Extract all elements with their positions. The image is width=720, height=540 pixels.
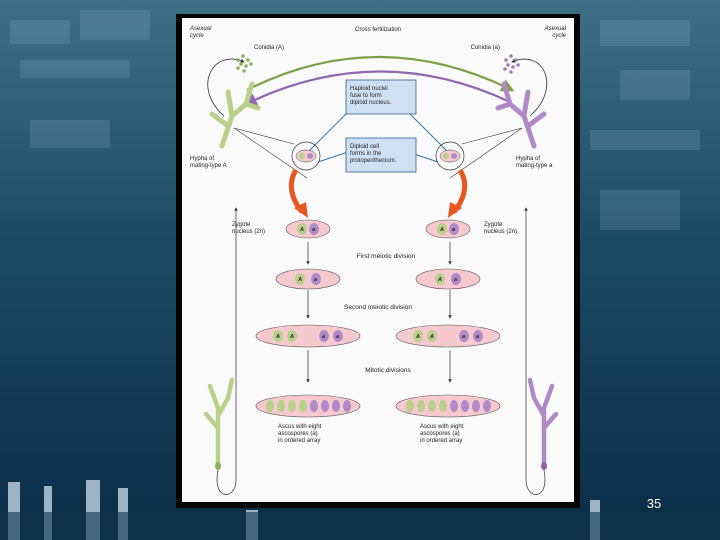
text-line: Hypha of — [190, 156, 214, 162]
conidia-cluster-left — [236, 54, 253, 73]
text-line: Zygote — [232, 222, 251, 228]
stage-second-meiotic: Second meiotic division — [344, 304, 412, 311]
text-line: nucleus (2n) — [232, 229, 265, 235]
return-loop-left — [216, 207, 238, 495]
text-line: Zygote — [484, 222, 503, 228]
protoperithecium-left — [291, 141, 321, 171]
callout-haploid-box — [345, 79, 417, 115]
text-line: mating-type a — [516, 163, 553, 169]
text-line: Ascus with eight — [420, 424, 464, 430]
svg-text:A: A — [299, 227, 304, 233]
svg-text:A: A — [297, 277, 302, 283]
conidia-cluster-right — [503, 54, 520, 74]
stage-mitotic: Mitotic divisions — [365, 367, 411, 374]
svg-text:a: a — [322, 334, 325, 340]
svg-text:a: a — [454, 277, 457, 283]
cross-arc-purple — [243, 70, 511, 106]
svg-text:a: a — [462, 334, 465, 340]
stage-first-meiotic: First meiotic division — [357, 253, 416, 260]
text-line: ascospores (a) — [420, 431, 460, 437]
callout-connector-lines — [305, 111, 451, 163]
svg-text:a: a — [312, 227, 315, 233]
orange-arrowhead-right — [448, 202, 462, 218]
hypha-left-bottom — [203, 377, 235, 467]
text-line: Hypha of — [516, 156, 540, 162]
eight-spore-ascus-left — [255, 394, 361, 418]
svg-text:A: A — [429, 334, 434, 340]
svg-text:a: a — [336, 334, 339, 340]
protoperithecium-right — [435, 141, 465, 171]
text-line: forms in the — [350, 151, 382, 157]
svg-text:a: a — [314, 277, 317, 283]
callout-diploid-box — [345, 137, 417, 173]
text-line: in ordered array — [420, 438, 462, 444]
figure-title: Cross fertilization — [355, 27, 401, 33]
return-loop-right — [524, 207, 546, 495]
text-line: Asexual — [544, 26, 567, 32]
svg-text:A: A — [415, 334, 420, 340]
text-line: in ordered array — [278, 438, 320, 444]
text-line: Asexual — [189, 26, 212, 32]
stage-arrows — [306, 242, 452, 383]
svg-text:a: a — [476, 334, 479, 340]
svg-text:A: A — [275, 334, 280, 340]
svg-text:a: a — [452, 227, 455, 233]
text-line: nucleus (2n) — [484, 229, 517, 235]
hypha-tip-left — [215, 462, 221, 470]
text-line: Ascus with eight — [278, 424, 322, 430]
cross-arc-green — [246, 56, 515, 92]
eight-spore-ascus-right — [395, 394, 501, 418]
conidia-right-label: Conidia (a) — [471, 45, 500, 51]
hypha-right-bottom — [527, 377, 559, 467]
svg-text:A: A — [439, 227, 444, 233]
hypha-tip-right — [541, 462, 547, 470]
page-number: 35 — [646, 496, 662, 511]
text-line: protoperithecium. — [350, 158, 397, 164]
svg-text:A: A — [437, 277, 442, 283]
asexual-loop-left — [207, 58, 245, 117]
text-line: diploid nucleus. — [350, 100, 392, 106]
hypha-left-top — [209, 81, 261, 149]
asexual-loop-right — [511, 58, 548, 117]
text-line: Haploid nuclei — [350, 86, 388, 92]
text-line: cycle — [552, 33, 566, 39]
text-line: Diploid cell — [350, 144, 379, 150]
text-line: ascospores (a) — [278, 431, 318, 437]
conidia-left-label: Conidia (A) — [254, 45, 284, 51]
hypha-right-top — [495, 81, 547, 149]
svg-text:A: A — [289, 334, 294, 340]
orange-arrowhead-left — [294, 202, 308, 218]
text-line: mating-type A — [190, 163, 227, 169]
text-line: fuse to form — [350, 93, 382, 99]
text-line: cycle — [190, 33, 204, 39]
